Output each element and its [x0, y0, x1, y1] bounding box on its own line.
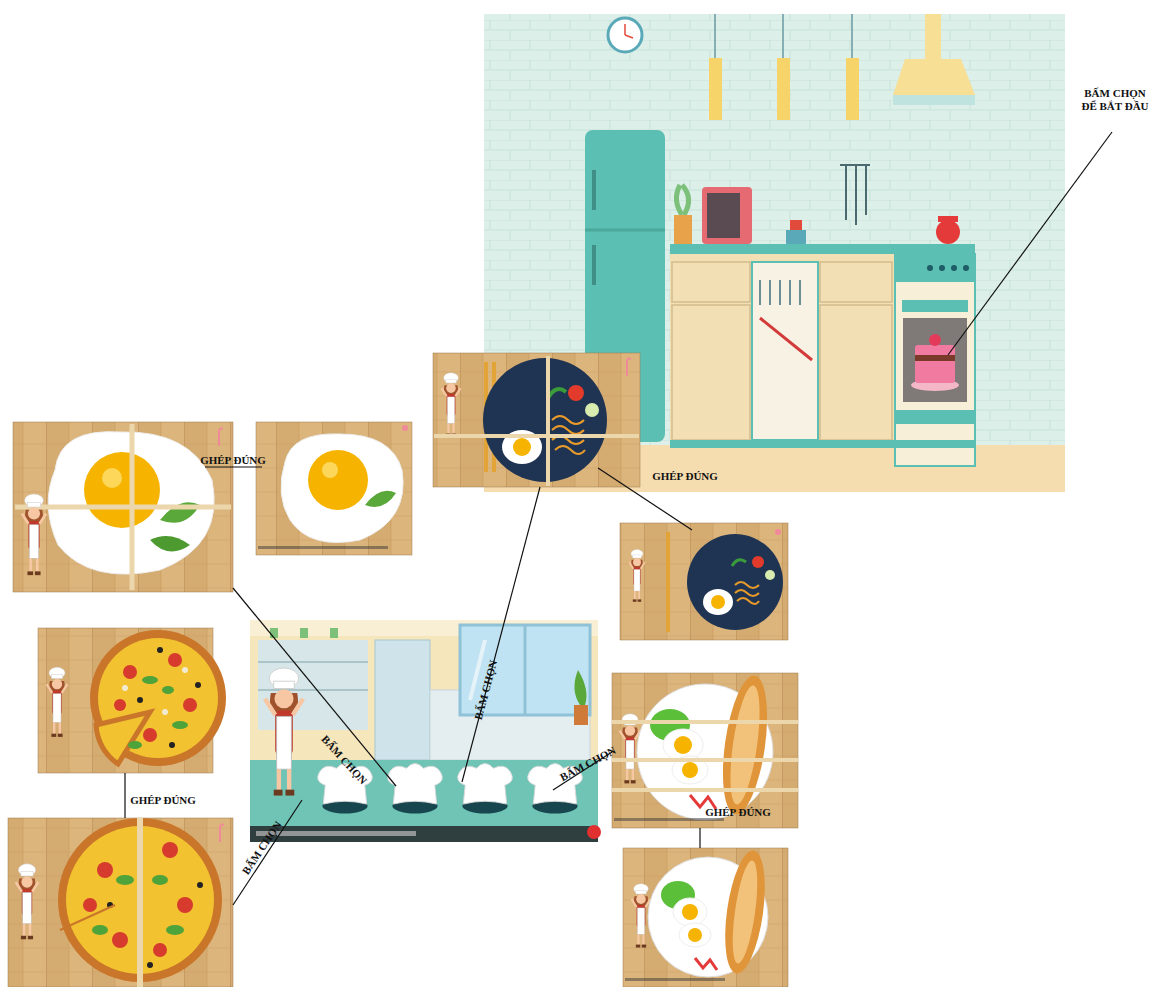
match-label: GHÉP ĐÚNG [652, 470, 718, 483]
pizza-puzzle-screen [8, 818, 233, 987]
noodle-complete-screen [620, 523, 788, 640]
main-select-screen [250, 620, 601, 842]
egg-puzzle-screen [13, 422, 233, 592]
kitchen-scene [484, 14, 1065, 492]
pizza-complete-screen [38, 628, 226, 773]
match-label: GHÉP ĐÚNG [200, 454, 266, 467]
leader-lines [125, 132, 1112, 905]
bread-puzzle-screen [612, 673, 798, 828]
egg-complete-screen [256, 422, 412, 555]
start-callout: BẤM CHỌN ĐỂ BẮT ĐẦU [1079, 87, 1151, 113]
match-label: GHÉP ĐÚNG [705, 806, 771, 819]
noodle-puzzle-screen [433, 353, 640, 487]
bread-complete-screen [623, 848, 788, 987]
match-label: GHÉP ĐÚNG [130, 794, 196, 807]
